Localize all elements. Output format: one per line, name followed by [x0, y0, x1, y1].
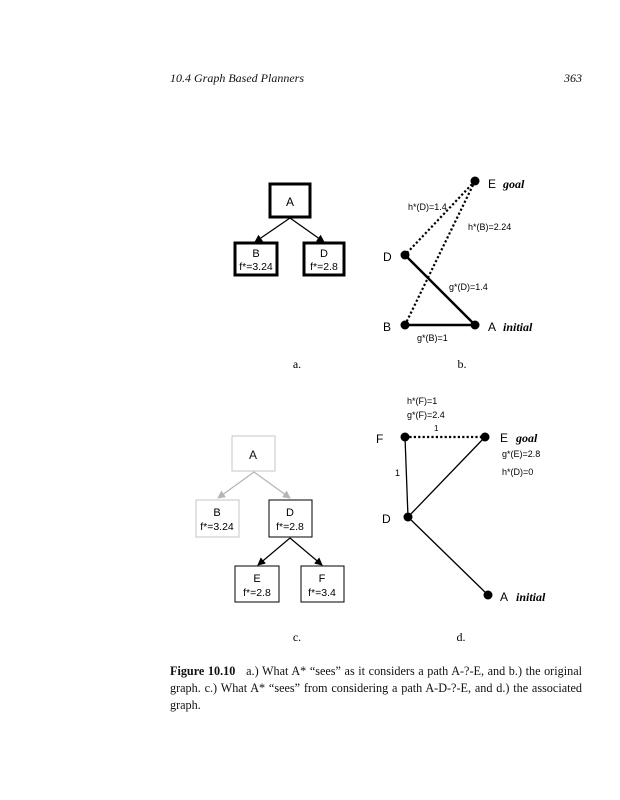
panel-b-graph: E goal D B A initial h*(D)=1.4 h*(B)=2.2…: [383, 176, 533, 371]
dotted-edge-e-d: [404, 180, 476, 256]
edge-f-d: [404, 436, 409, 518]
goal-label: goal: [515, 431, 538, 445]
node-f-value: f*=3.24: [200, 521, 234, 533]
tree-node-a: A: [268, 182, 312, 219]
node-f-value: f*=3.24: [239, 261, 273, 273]
edge-d-a: [404, 254, 476, 326]
node-label-e: E: [500, 431, 508, 445]
tree-node-a: A: [231, 435, 276, 472]
tree-node-e: E f*=2.8: [234, 565, 280, 603]
node-f-value: f*=2.8: [276, 521, 304, 533]
edge-d-to-f: [289, 537, 323, 566]
node-label: E: [253, 573, 260, 585]
node-label-d: D: [383, 250, 392, 264]
tree-node-d: D f*=2.8: [268, 499, 313, 538]
node-label-a: A: [500, 590, 508, 604]
node-label: A: [286, 195, 294, 209]
panel-a-search-tree: A B f*=3.24 D f*=2.8 a.: [233, 182, 346, 371]
edge-d-to-e: [257, 537, 291, 566]
heuristic-f-label: h*(F)=1: [407, 396, 437, 406]
node-label-d: D: [382, 512, 391, 526]
node-f-value: f*=2.8: [243, 587, 271, 599]
panel-label-d: d.: [457, 630, 466, 644]
cost-d-label: g*(D)=1.4: [449, 282, 488, 292]
heuristic-d-label: h*(D)=1.4: [408, 202, 447, 212]
graph-node-e: [470, 176, 480, 186]
panel-label-c: c.: [293, 630, 301, 644]
edge-a-to-d: [253, 471, 291, 499]
running-header-page-number: 363: [564, 71, 582, 85]
edge-d-e: [407, 436, 486, 518]
node-label: F: [319, 573, 326, 585]
graph-node-a: [483, 590, 493, 600]
node-label: D: [286, 507, 294, 519]
node-label: D: [320, 248, 328, 260]
node-label: A: [249, 448, 257, 462]
panel-c-search-tree: A B f*=3.24 D f*=2.8 E f*=2.8 F f*=3.4: [195, 435, 345, 644]
panel-label-a: a.: [293, 357, 301, 371]
caption-label: Figure 10.10: [170, 664, 236, 678]
heuristic-d-label: h*(D)=0: [502, 467, 533, 477]
dotted-edge-e-b: [404, 180, 476, 326]
cost-e-label: g*(E)=2.8: [502, 449, 540, 459]
node-label-b: B: [383, 320, 391, 334]
node-label: B: [252, 248, 259, 260]
caption-text: a.) What A* “sees” as it considers a pat…: [170, 664, 582, 712]
node-label-f: F: [376, 432, 383, 446]
edge-a-to-d: [289, 217, 325, 243]
node-f-value: f*=3.4: [308, 587, 336, 599]
graph-node-f: [400, 432, 410, 442]
node-label: B: [213, 507, 220, 519]
tree-node-b: B f*=3.24: [233, 241, 279, 277]
graph-node-a: [470, 320, 480, 330]
panel-label-b: b.: [458, 357, 467, 371]
graph-node-b: [400, 320, 410, 330]
graph-node-d: [400, 250, 410, 260]
tree-node-f: F f*=3.4: [300, 565, 345, 603]
node-label-e: E: [488, 177, 496, 191]
edge-a-to-b: [254, 217, 291, 243]
edge-d-a: [407, 516, 489, 596]
figure-caption: Figure 10.10 a.) What A* “sees” as it co…: [170, 663, 582, 714]
edge-weight-f-e: 1: [434, 424, 439, 433]
goal-label: goal: [502, 177, 525, 191]
panel-d-graph: h*(F)=1 g*(F)=2.4 1 F E goal g*(E)=2.8 h…: [376, 396, 546, 644]
tree-node-b: B f*=3.24: [195, 499, 240, 538]
cost-f-label: g*(F)=2.4: [407, 410, 445, 420]
heuristic-b-label: h*(B)=2.24: [468, 222, 511, 232]
cost-b-label: g*(B)=1: [417, 333, 448, 343]
graph-node-d: [403, 512, 413, 522]
initial-label: initial: [516, 590, 546, 604]
running-header-section: 10.4 Graph Based Planners: [170, 71, 304, 85]
node-label-a: A: [488, 320, 496, 334]
edge-a-to-b: [217, 471, 255, 499]
edge-weight-f-d: 1: [395, 468, 400, 478]
initial-label: initial: [503, 320, 533, 334]
graph-node-e: [480, 432, 490, 442]
tree-node-d: D f*=2.8: [302, 241, 346, 277]
node-f-value: f*=2.8: [310, 261, 338, 273]
